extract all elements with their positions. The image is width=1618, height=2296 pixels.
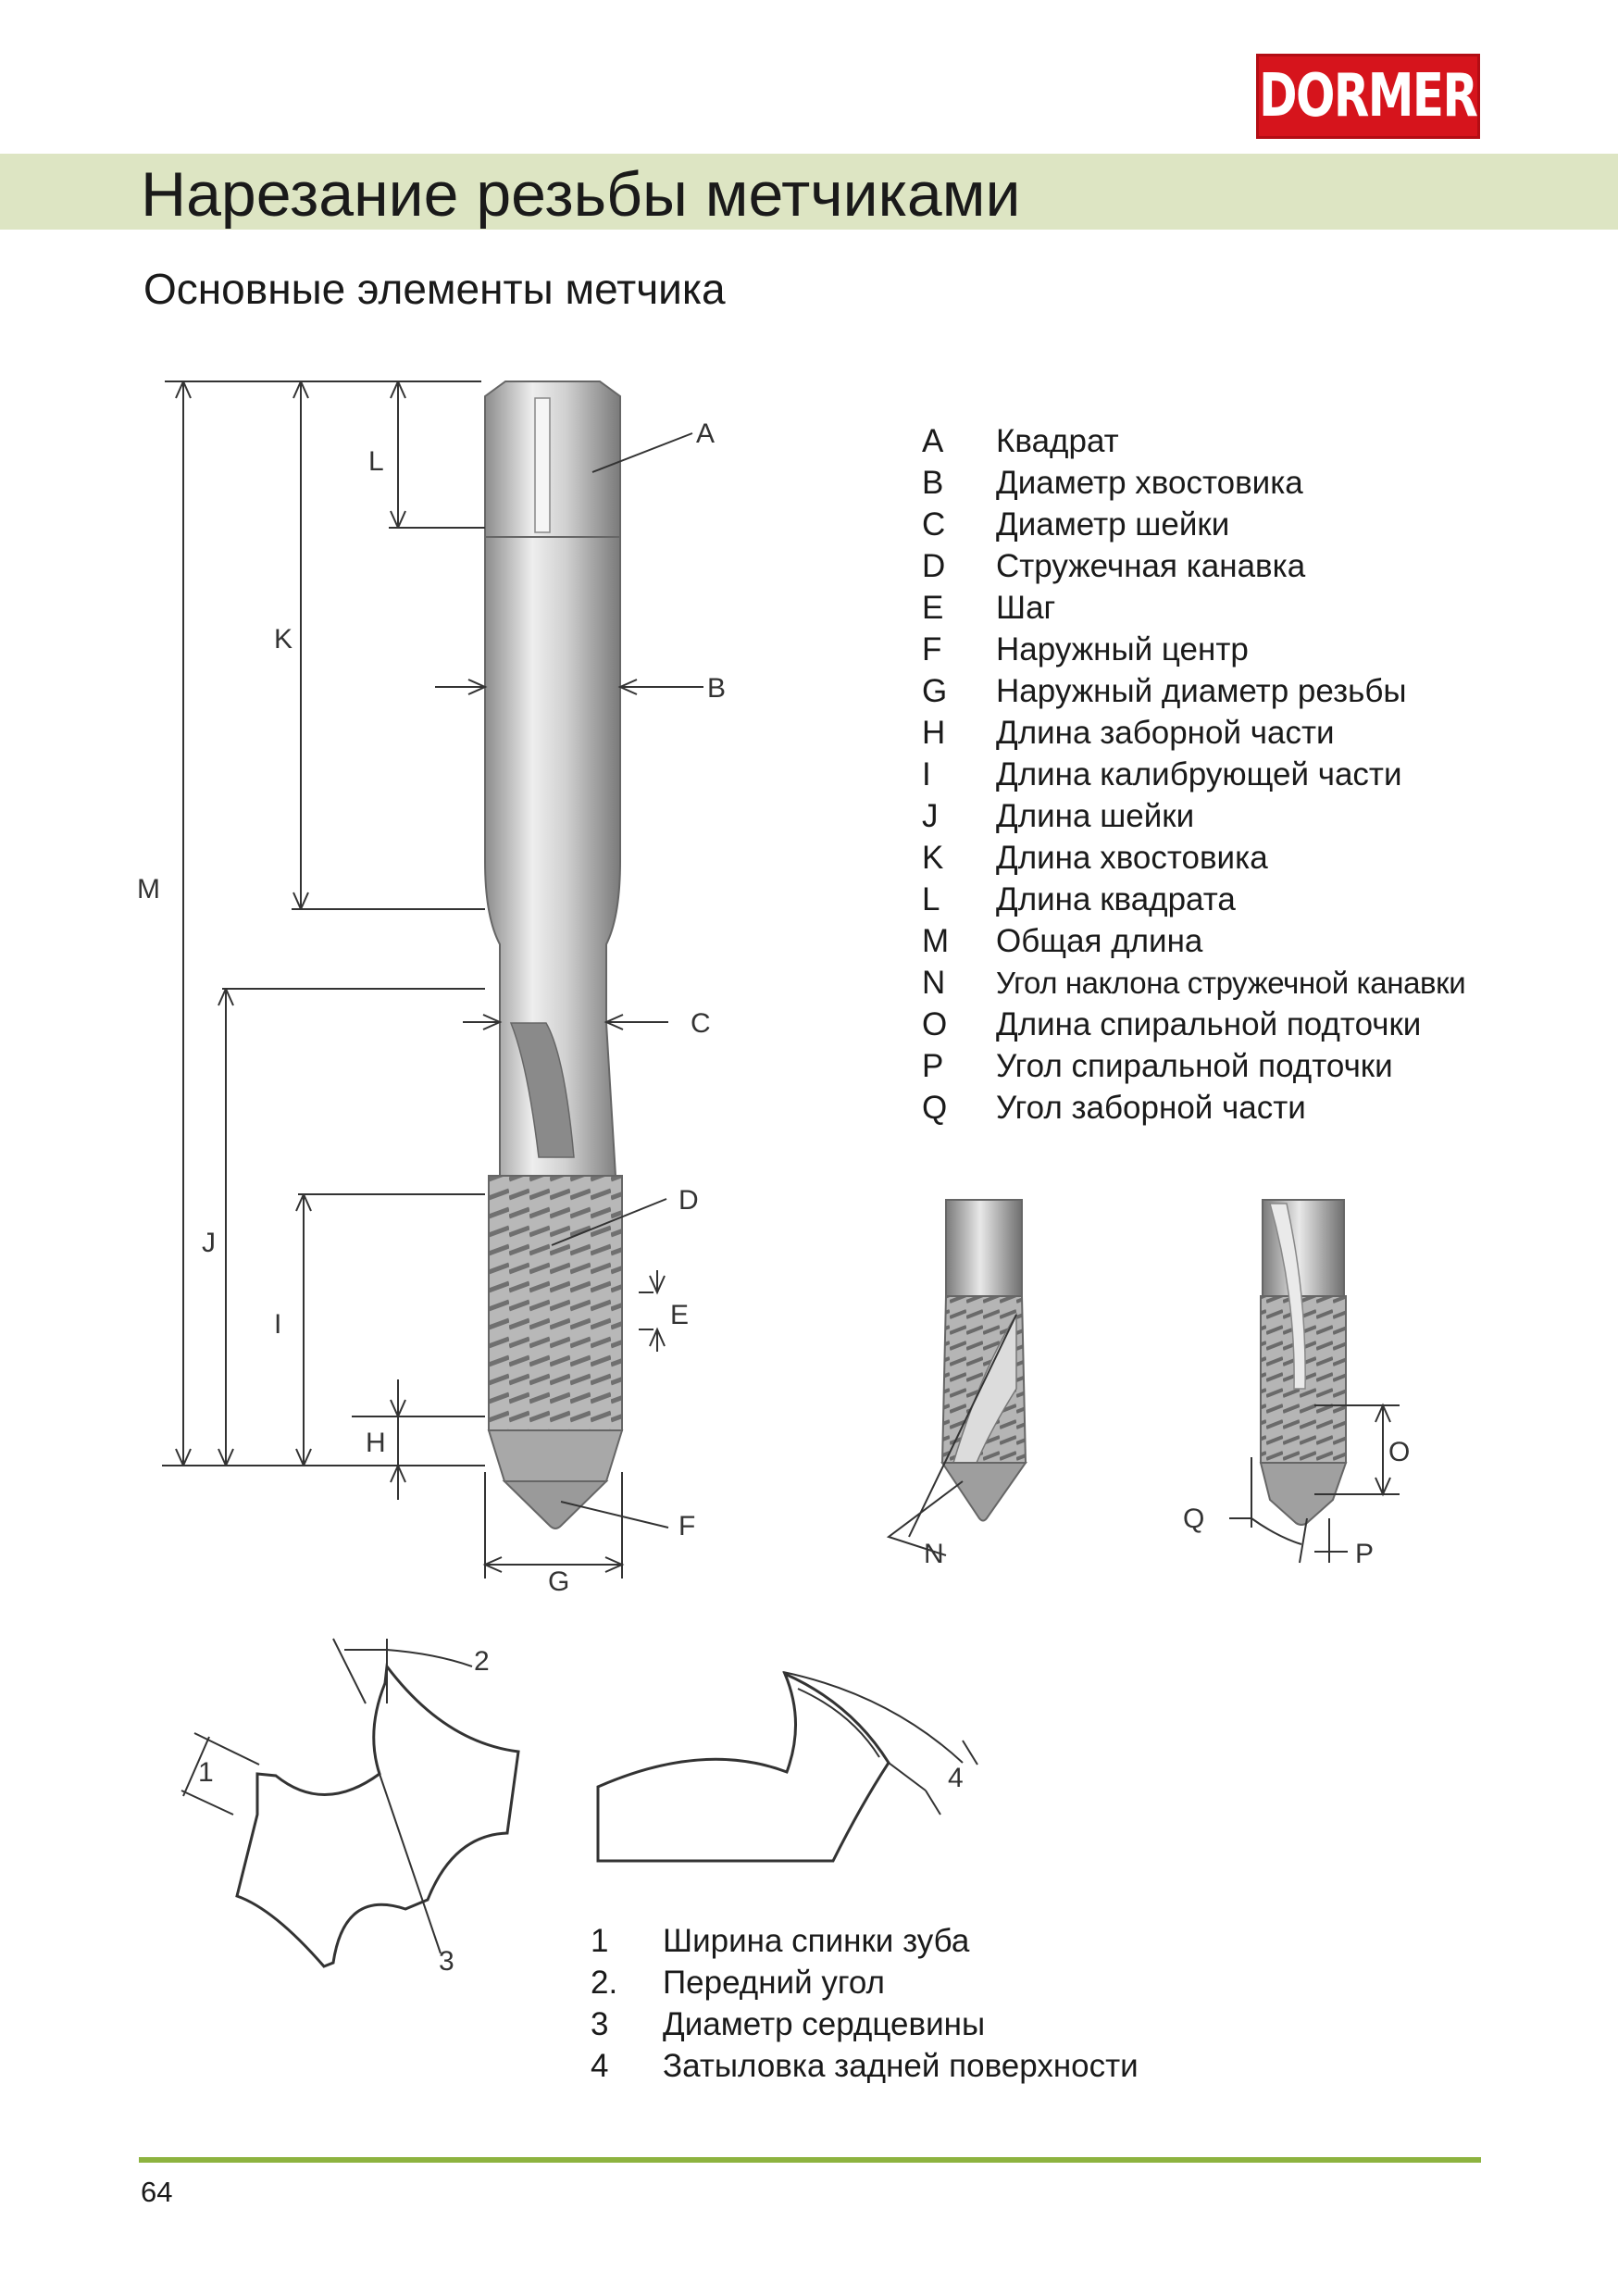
tap-shank: [484, 536, 621, 1177]
page-number: 64: [141, 2176, 173, 2208]
tooth-profile: [596, 1671, 890, 1863]
svg-text:C: C: [691, 1008, 711, 1039]
svg-text:G: G: [548, 1566, 569, 1597]
page-subtitle: Основные элементы метчика: [143, 265, 726, 313]
svg-text:H: H: [366, 1428, 386, 1458]
legend-item: 2.Передний угол: [591, 1964, 885, 2001]
tap-point: [502, 1480, 609, 1529]
svg-text:1: 1: [198, 1757, 214, 1788]
main-tap-dimensions: [162, 381, 703, 1578]
svg-text:Q: Q: [1183, 1504, 1204, 1534]
svg-text:E: E: [670, 1300, 689, 1330]
dormer-logo: DORMER: [1256, 54, 1480, 139]
spiral-point-tap: [940, 1199, 1027, 1522]
thread-body: [488, 1175, 623, 1431]
page-title: Нарезание резьбы метчиками: [141, 159, 1021, 230]
svg-text:D: D: [678, 1185, 699, 1216]
cross-section-dimensions: [180, 1638, 473, 1954]
spiral-point-dimensions: [886, 1314, 1017, 1556]
thread-chamfer: [487, 1429, 624, 1482]
svg-text:4: 4: [948, 1763, 964, 1793]
title-band: [0, 154, 1618, 230]
footer-divider: [139, 2157, 1481, 2163]
tooth-profile-dimensions: [782, 1671, 978, 1816]
svg-text:O: O: [1388, 1437, 1410, 1467]
tap-flute: [509, 1022, 575, 1158]
svg-text:K: K: [274, 624, 292, 655]
main-tap-labels: A B C D E F G H I J K L M: [137, 418, 726, 1597]
logo-text: DORMER: [1259, 62, 1478, 131]
svg-text:2: 2: [474, 1646, 490, 1677]
chamfer-tap: [1259, 1199, 1348, 1526]
svg-text:P: P: [1355, 1539, 1374, 1569]
svg-text:B: B: [707, 673, 726, 704]
svg-text:I: I: [274, 1309, 281, 1340]
tap-square: [484, 381, 621, 538]
svg-text:A: A: [696, 418, 715, 449]
svg-text:L: L: [368, 446, 384, 477]
square-slot: [534, 397, 551, 533]
chamfer-tap-dimensions: [1229, 1403, 1400, 1564]
svg-text:M: M: [137, 874, 160, 905]
tap-cross-section: [235, 1663, 520, 1968]
svg-text:3: 3: [439, 1946, 454, 1977]
main-tap: [484, 381, 624, 1529]
svg-text:N: N: [924, 1539, 944, 1569]
svg-text:F: F: [678, 1511, 695, 1541]
svg-text:J: J: [202, 1228, 216, 1258]
